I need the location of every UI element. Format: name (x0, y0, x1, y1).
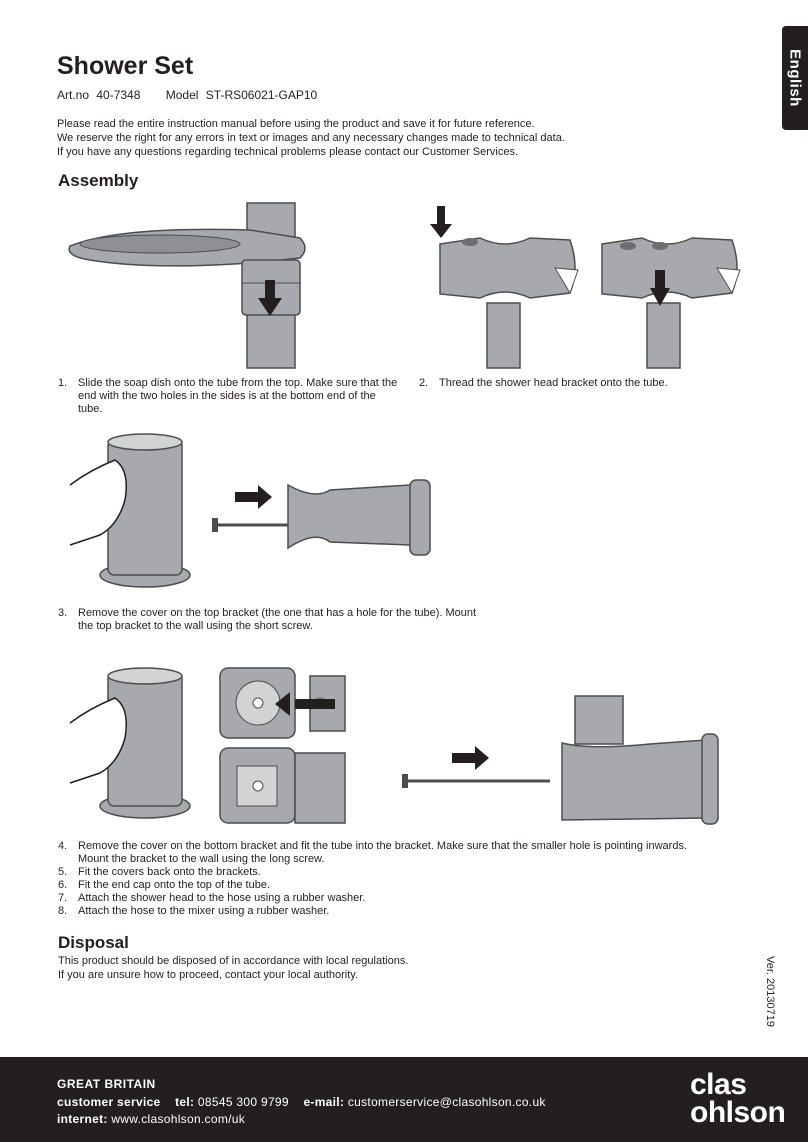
model-label: Model (165, 88, 199, 102)
step-text: Fit the covers back onto the brackets. (78, 866, 261, 878)
shower-bracket-illustration (430, 206, 741, 369)
step-2: 2. Thread the shower head bracket onto t… (419, 377, 749, 390)
email-label: e-mail: (303, 1095, 345, 1109)
language-label: English (786, 49, 804, 107)
step-number: 4. (58, 840, 68, 852)
page-title: Shower Set (57, 52, 194, 80)
step-5: 5. Fit the covers back onto the brackets… (58, 866, 718, 879)
bottom-bracket-illustration (69, 667, 719, 825)
step-text: Attach the shower head to the hose using… (78, 892, 366, 904)
footer-country: GREAT BRITAIN (57, 1077, 156, 1091)
logo-line: ohlson (690, 1096, 786, 1129)
step-8: 8. Attach the hose to the mixer using a … (58, 905, 718, 918)
intro-line: If you have any questions regarding tech… (57, 146, 519, 158)
step-number: 2. (419, 377, 429, 389)
step-number: 1. (58, 377, 68, 389)
tel-value[interactable]: 08545 300 9799 (197, 1095, 289, 1109)
clas-ohlson-logo: clas ohlson (690, 1068, 786, 1129)
intro-text: Please read the entire instruction manua… (57, 117, 565, 159)
step-7: 7. Attach the shower head to the hose us… (58, 892, 718, 905)
version-label: Ver. 20130719 (764, 956, 776, 1027)
tel-label: tel: (175, 1095, 195, 1109)
footer-internet-line: internet: www.clasohlson.com/uk (57, 1112, 245, 1126)
step-1: 1. Slide the soap dish onto the tube fro… (58, 377, 398, 416)
step-text: Thread the shower head bracket onto the … (439, 377, 668, 389)
disposal-heading: Disposal (58, 933, 129, 952)
top-bracket-illustration (69, 433, 431, 588)
logo-line: clas (690, 1068, 747, 1101)
customer-service-label: customer service (57, 1095, 161, 1109)
soap-dish-illustration (68, 202, 306, 369)
article-info: Art.no 40-7348 Model ST-RS06021-GAP10 (57, 88, 321, 102)
step-4: 4. Remove the cover on the bottom bracke… (58, 840, 718, 866)
step-text: Remove the cover on the bottom bracket a… (78, 840, 687, 865)
step-text: Remove the cover on the top bracket (the… (78, 607, 477, 632)
assembly-heading: Assembly (58, 171, 139, 190)
art-no-label: Art.no (57, 88, 90, 102)
email-link[interactable]: customerservice@clasohlson.co.uk (347, 1095, 546, 1109)
step-number: 5. (58, 866, 68, 878)
footer-contact-line: customer service tel: 08545 300 9799 e-m… (57, 1095, 546, 1109)
step-number: 3. (58, 607, 68, 619)
internet-label: internet: (57, 1112, 108, 1126)
intro-line: Please read the entire instruction manua… (57, 118, 535, 130)
disposal-text: This product should be disposed of in ac… (58, 954, 408, 982)
step-text: Attach the hose to the mixer using a rub… (78, 905, 330, 917)
step-number: 6. (58, 879, 68, 891)
disposal-line: If you are unsure how to proceed, contac… (58, 969, 359, 981)
art-no-value: 40-7348 (96, 88, 141, 102)
step-number: 8. (58, 905, 68, 917)
language-tab: English (782, 26, 808, 130)
intro-line: We reserve the right for any errors in t… (57, 132, 565, 144)
step-number: 7. (58, 892, 68, 904)
footer: GREAT BRITAIN customer service tel: 0854… (0, 1057, 808, 1142)
disposal-line: This product should be disposed of in ac… (58, 955, 409, 967)
step-text: Slide the soap dish onto the tube from t… (78, 377, 398, 415)
model-value: ST-RS06021-GAP10 (205, 88, 318, 102)
step-3: 3. Remove the cover on the top bracket (… (58, 607, 478, 633)
step-text: Fit the end cap onto the top of the tube… (78, 879, 271, 891)
step-6: 6. Fit the end cap onto the top of the t… (58, 879, 718, 892)
website-link[interactable]: www.clasohlson.com/uk (111, 1112, 246, 1126)
